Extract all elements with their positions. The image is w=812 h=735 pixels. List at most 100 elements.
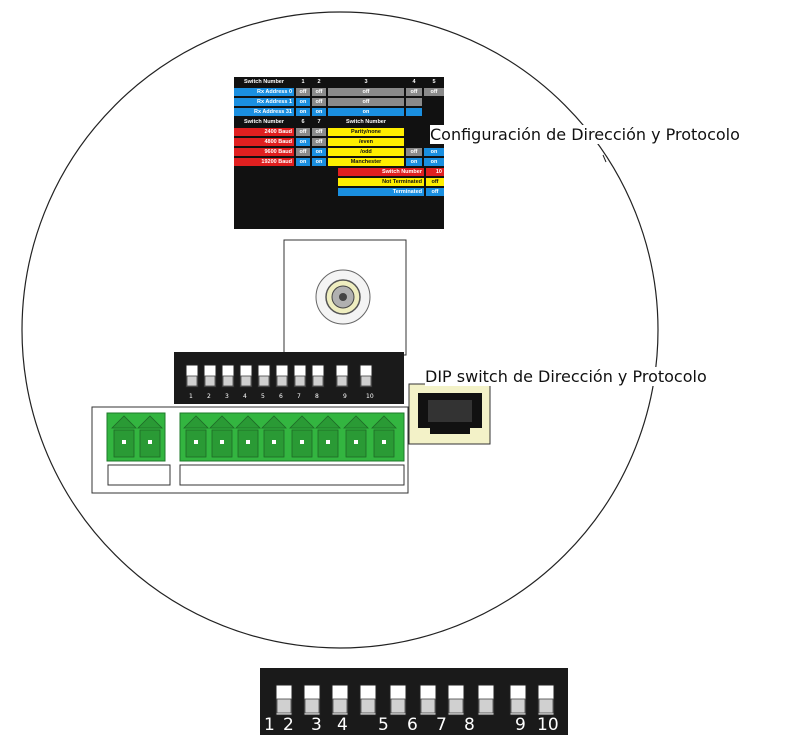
- table-row-label: 19200 Baud: [234, 158, 294, 166]
- table-row-label: Not Terminated: [338, 178, 424, 186]
- table-cell: on: [296, 98, 310, 106]
- terminal-pin: [289, 415, 315, 458]
- dip-small-number: 3: [225, 393, 229, 400]
- dip-small-number: 1: [189, 393, 193, 400]
- dip-large-lever: [537, 684, 555, 716]
- table-row-label: 9600 Baud: [234, 148, 294, 156]
- terminal-pin: [137, 415, 163, 458]
- table-cell: on: [328, 108, 404, 116]
- rj-socket-slot: [428, 400, 472, 422]
- table-col-3: 3: [328, 78, 404, 86]
- dip-large-number: 7: [436, 715, 447, 735]
- terminal-pin: [315, 415, 341, 458]
- terminal-pin: [209, 415, 235, 458]
- table-cell: on: [296, 158, 310, 166]
- table-cell: on: [296, 138, 310, 146]
- table-cell: off: [312, 128, 326, 136]
- table-header-switch-number-2: Switch Number: [328, 118, 404, 126]
- dip-large-lever: [389, 684, 407, 716]
- dip-large-lever: [331, 684, 349, 716]
- dip-large-lever: [447, 684, 465, 716]
- table-cell: off: [296, 148, 310, 156]
- table-cell: on: [312, 158, 326, 166]
- table-cell: on: [296, 108, 310, 116]
- dip-small-number: 7: [297, 393, 301, 400]
- dip-large-number: 6: [407, 715, 418, 735]
- table-cell: /even: [328, 138, 404, 146]
- table-cell: [406, 108, 422, 116]
- dip-small-number: 4: [243, 393, 247, 400]
- dip-small-lever: [221, 364, 235, 388]
- table-cell: /odd: [328, 148, 404, 156]
- dip-large-lever: [509, 684, 527, 716]
- dip-large-number: 5: [378, 715, 389, 735]
- table-col-7: 7: [312, 118, 326, 126]
- dip-small-lever: [185, 364, 199, 388]
- table-col-5: 5: [424, 78, 444, 86]
- table-cell: off: [406, 88, 422, 96]
- table-row-label: Rx Address 31: [234, 108, 294, 116]
- table-header-switch-number: Switch Number: [234, 78, 294, 86]
- dip-large-number: 2: [283, 715, 294, 735]
- dip-small-lever: [293, 364, 307, 388]
- dip-large-number: 9: [515, 715, 526, 735]
- bnc-pin: [339, 293, 347, 301]
- table-header-switch-number-3: Switch Number: [338, 168, 424, 176]
- table-row-label: Rx Address 1: [234, 98, 294, 106]
- terminal-pins: [111, 415, 397, 458]
- terminal-label-right: [179, 464, 405, 486]
- table-row-label: 4800 Baud: [234, 138, 294, 146]
- terminal-pin: [371, 415, 397, 458]
- table-cell: off: [296, 88, 310, 96]
- terminal-pin: [111, 415, 137, 458]
- table-cell: off: [426, 178, 444, 186]
- dip-small-lever: [257, 364, 271, 388]
- terminal-label-left: [107, 464, 171, 486]
- dip-small-number: 2: [207, 393, 211, 400]
- dip-small-number: 6: [279, 393, 283, 400]
- table-cell: off: [328, 88, 404, 96]
- dip-small-lever: [203, 364, 217, 388]
- dip-large-lever: [275, 684, 293, 716]
- dip-small-lever: [311, 364, 325, 388]
- table-cell: on: [424, 158, 444, 166]
- config-table: Switch Number 1 2 3 4 5 Rx Address 0 off…: [234, 77, 444, 229]
- dip-large-lever: [359, 684, 377, 716]
- terminal-pin: [183, 415, 209, 458]
- table-header-switch-number: Switch Number: [234, 118, 294, 126]
- config-leader-line: [602, 154, 607, 163]
- table-cell: on: [406, 158, 422, 166]
- table-cell: Parity/none: [328, 128, 404, 136]
- dip-large-number: 10: [537, 715, 559, 735]
- terminal-pin: [343, 415, 369, 458]
- table-cell: off: [406, 148, 422, 156]
- table-cell: off: [312, 138, 326, 146]
- dip-label: DIP switch de Dirección y Protocolo: [425, 367, 707, 386]
- dip-large-number: 1: [264, 715, 275, 735]
- table-cell: off: [426, 188, 444, 196]
- table-col-6: 6: [296, 118, 310, 126]
- table-cell: [406, 98, 422, 106]
- config-label: Configuración de Dirección y Protocolo: [430, 125, 740, 144]
- dip-small-number: 5: [261, 393, 265, 400]
- table-row-label: Terminated: [338, 188, 424, 196]
- dip-small-lever: [275, 364, 289, 388]
- table-row-label: Rx Address 0: [234, 88, 294, 96]
- dip-small-lever: [239, 364, 253, 388]
- dip-large-lever: [477, 684, 495, 716]
- dip-large-number: 3: [311, 715, 322, 735]
- terminal-pin: [235, 415, 261, 458]
- table-cell: on: [312, 108, 326, 116]
- table-cell: on: [424, 148, 444, 156]
- table-cell: off: [312, 98, 326, 106]
- dip-large-number: 8: [464, 715, 475, 735]
- table-cell: off: [424, 88, 444, 96]
- table-cell: off: [296, 128, 310, 136]
- dip-large-lever: [419, 684, 437, 716]
- terminal-pin: [261, 415, 287, 458]
- table-cell: off: [312, 88, 326, 96]
- dip-small-lever: [335, 364, 349, 388]
- table-col-10: 10: [426, 168, 444, 176]
- dip-small-lever: [359, 364, 373, 388]
- dip-switch-small-levers: [185, 364, 373, 388]
